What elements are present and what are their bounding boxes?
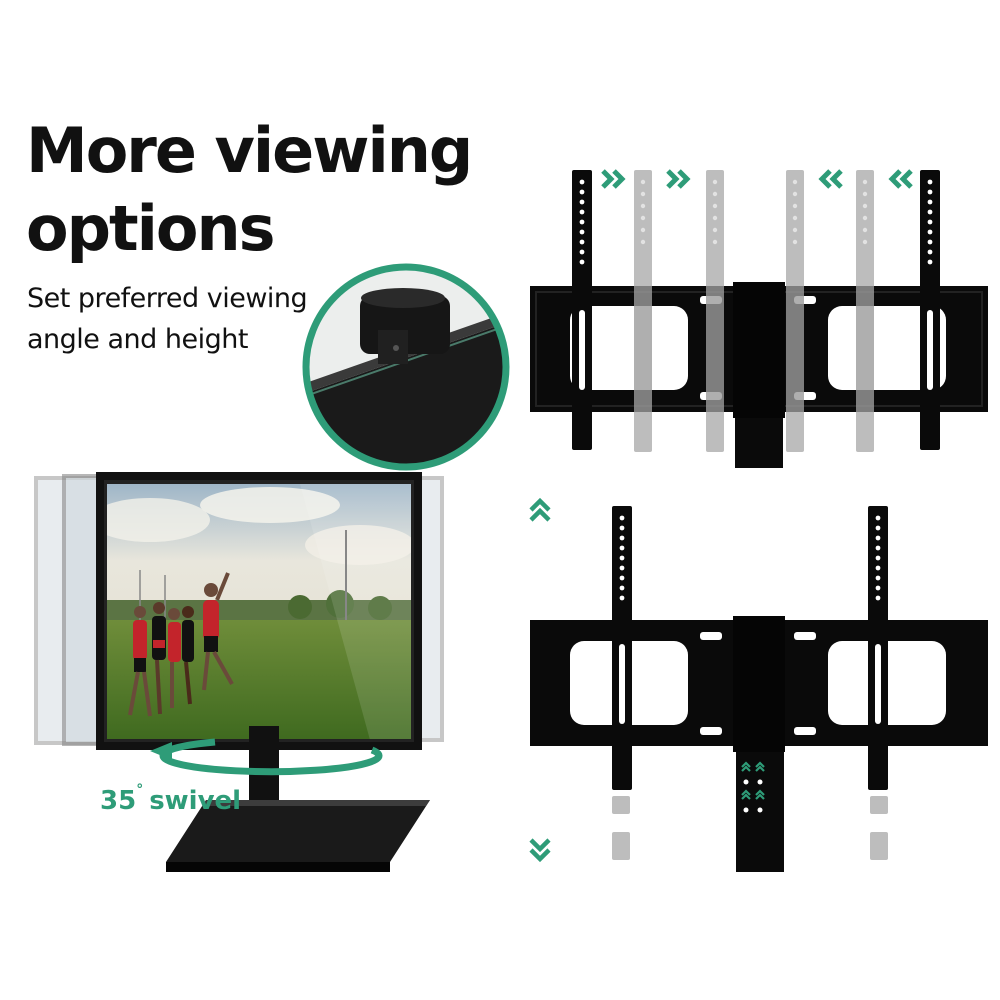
tv-screen xyxy=(96,472,422,750)
double-chevron-left-icon xyxy=(818,169,843,189)
height-adjust-holes xyxy=(741,761,765,813)
double-chevron-up-icon xyxy=(529,497,551,522)
bracket-panel-bottom xyxy=(529,497,988,872)
subheadline-line-2: angle and height xyxy=(27,324,248,355)
degree-symbol: ° xyxy=(136,782,144,798)
double-chevron-right-icon xyxy=(601,169,626,189)
zoom-detail-circle xyxy=(302,263,510,471)
double-chevron-left-icon xyxy=(888,169,913,189)
headline-line-2: options xyxy=(26,192,276,265)
swivel-caption: 35° swivel xyxy=(100,782,242,816)
swivel-label: swivel xyxy=(149,786,242,816)
subheadline-line-1: Set preferred viewing xyxy=(27,283,308,314)
subheadline: Set preferred viewing angle and height xyxy=(27,278,308,360)
double-chevron-down-icon xyxy=(529,838,551,863)
swivel-arrow-icon xyxy=(150,738,383,776)
arm-holes-top xyxy=(579,179,933,390)
headline: More viewing options xyxy=(26,112,473,268)
swivel-degrees: 35 xyxy=(100,786,137,816)
double-chevron-right-icon xyxy=(666,169,691,189)
headline-line-1: More viewing xyxy=(26,114,473,187)
bracket-panel-top xyxy=(530,169,988,468)
